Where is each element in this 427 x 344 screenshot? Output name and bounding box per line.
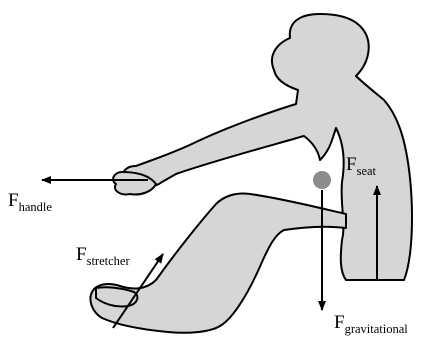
stretcher-force-label: Fstretcher <box>76 244 130 268</box>
handle-force-label: Fhandle <box>8 190 52 214</box>
gravitational-force-label: Fgravitational <box>334 312 408 336</box>
center-of-mass-dot <box>313 171 331 189</box>
